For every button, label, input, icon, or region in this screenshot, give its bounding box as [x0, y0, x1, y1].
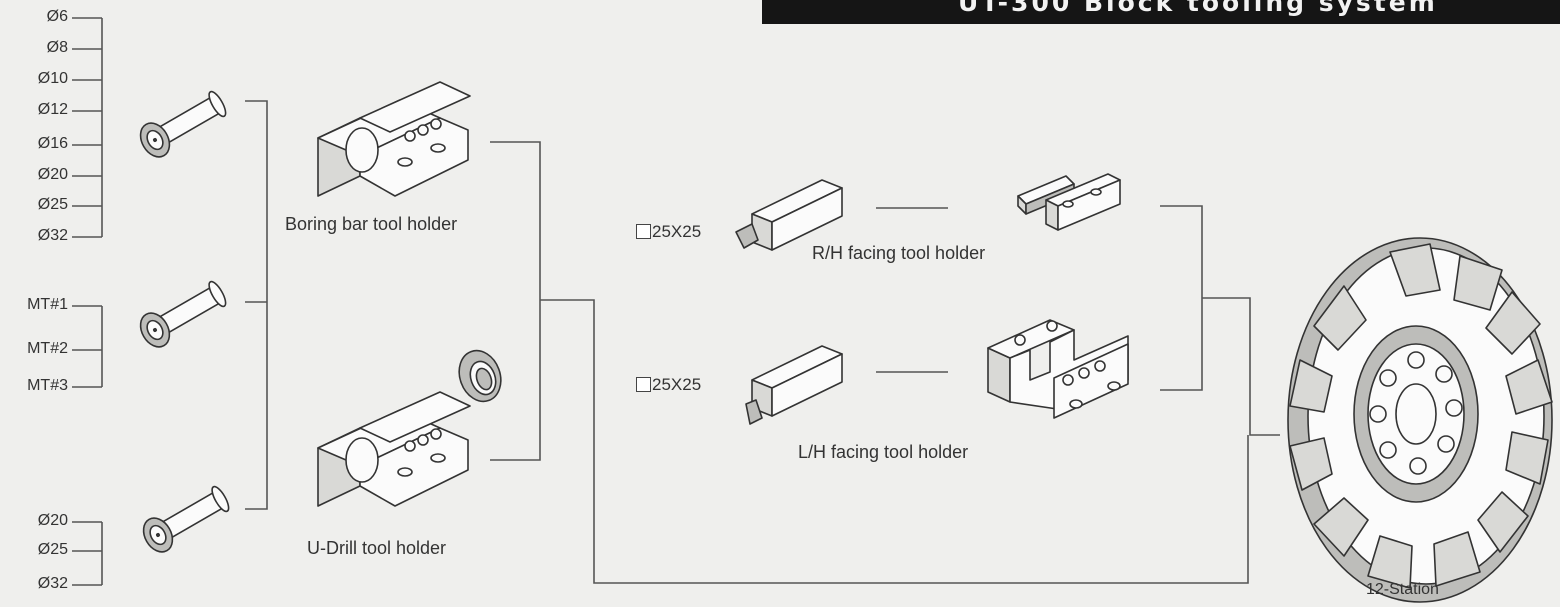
size-label: Ø32 [37, 575, 68, 592]
size-label: Ø20 [37, 512, 68, 529]
facing-bracket [1160, 205, 1280, 436]
size-label: Ø25 [37, 196, 68, 213]
rh-facing-holder-caption: R/H facing tool holder [812, 243, 986, 263]
rh-facing-holder-icon [1017, 173, 1121, 231]
turret-caption: 12-Station [1366, 581, 1439, 598]
straight-sleeve-icon [139, 90, 227, 158]
square-shank-icon [636, 377, 651, 392]
size-label: Ø10 [37, 70, 68, 87]
lh-shank-size-text: 25X25 [652, 375, 702, 394]
udrill-holder-icon [317, 391, 471, 507]
lh-facing-holder-caption: L/H facing tool holder [798, 442, 969, 462]
title-banner: UT-300 Block tooling system [762, 0, 1560, 24]
rh-shank-size: 25X25 [636, 222, 701, 242]
morse-taper-sleeve-icon [139, 280, 227, 348]
sleeve-bracket [245, 100, 268, 510]
size-label: Ø16 [37, 135, 68, 152]
size-list-connectors [72, 17, 103, 586]
size-label: Ø12 [37, 101, 68, 118]
rh-shank-size-text: 25X25 [652, 222, 702, 241]
size-label: MT#2 [27, 340, 68, 357]
lh-shank-size: 25X25 [636, 375, 701, 395]
size-label: Ø32 [37, 227, 68, 244]
size-label: Ø20 [37, 166, 68, 183]
size-label: MT#3 [27, 377, 68, 394]
holder-bracket [490, 141, 1249, 584]
size-label: Ø6 [46, 8, 68, 25]
size-label: Ø8 [46, 39, 68, 56]
udrill-sleeve-icon [142, 485, 230, 553]
rh-facing-tool-icon [735, 179, 843, 251]
lh-facing-holder-icon [987, 319, 1129, 419]
turret-12-station-icon [1287, 237, 1553, 603]
seal-ring-icon [458, 349, 502, 403]
boring-bar-holder-icon [317, 81, 471, 197]
udrill-holder-caption: U-Drill tool holder [307, 538, 447, 558]
size-label: Ø25 [37, 541, 68, 558]
square-shank-icon [636, 224, 651, 239]
size-label: MT#1 [27, 296, 68, 313]
boring-bar-holder-caption: Boring bar tool holder [285, 214, 458, 234]
lh-facing-tool-icon [745, 345, 843, 425]
